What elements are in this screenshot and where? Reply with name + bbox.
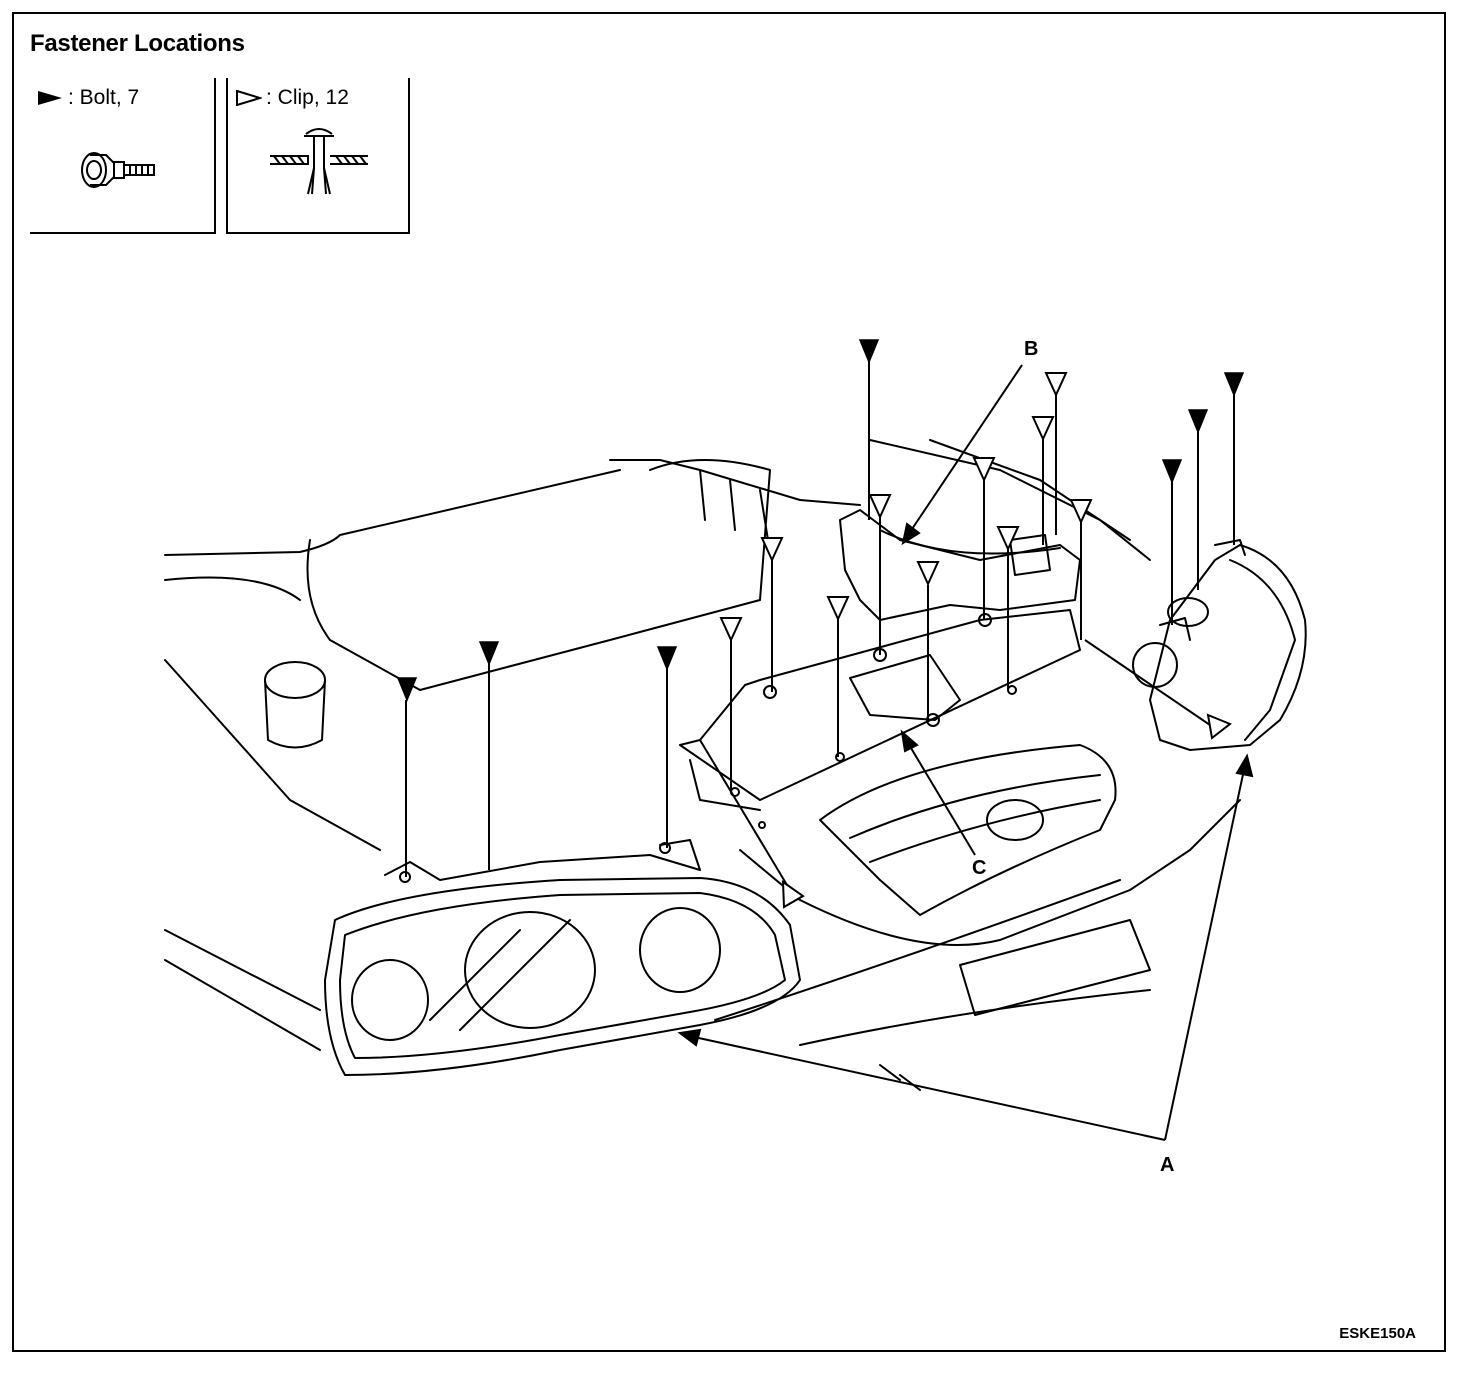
headlamp-left-lens [339,892,786,1059]
clip-marker [996,526,1020,552]
clip-marker [760,537,784,563]
bumper-crease-2 [799,989,1151,1046]
clip-leader [1084,639,1211,726]
bolt-icon [81,152,155,188]
grille-bar [849,774,1101,839]
fender-bottom-left [164,929,321,1011]
page-title: Fastener Locations [30,30,245,57]
panel-bracket-left [689,759,761,811]
clip-marker [1044,372,1068,398]
callout-b-leader [905,364,1023,539]
emblem [986,799,1044,841]
bumper-top [739,799,1241,946]
bumper-vent [959,919,1151,1016]
headlamp-right-lens [1229,559,1296,741]
clip-marker [1069,499,1093,525]
bolt-marker [1187,409,1209,434]
cowl-line [869,439,1151,561]
callout-c: C [972,857,987,879]
arrowhead [677,1028,702,1047]
clip-marker [1031,416,1055,442]
headlamp-right-bracket [1214,539,1246,556]
arrowhead [901,522,921,546]
callout-b: B [1024,338,1039,360]
headlamp-left-lowbeam [351,959,429,1041]
lens-hatch [429,919,571,1031]
bolt-hole [763,685,777,699]
arrowhead [1235,753,1254,778]
hood-edge-left [164,469,621,556]
headlamp-left-top [384,854,701,881]
fastener-leaders [405,360,1235,891]
headlamp-left-bracket [659,839,701,871]
cowl-line-2 [929,439,1131,541]
callout-a-leader-right [1164,764,1246,1141]
bolt-marker [656,646,678,671]
headlamp-right-socket [1167,597,1209,627]
legend-clip: : Clip, 12 [226,78,410,234]
clip-marker [916,561,940,587]
callout-leaders [677,364,1254,1141]
clip-marker [1206,713,1232,740]
legend-clip-label: : Clip, 12 [266,86,349,109]
legend-clip-label-row: : Clip, 12 [236,86,349,110]
bolt-marker [396,677,418,702]
callout-a: A [1160,1154,1175,1176]
legend-bolt-label-row: : Bolt, 7 [38,86,139,110]
legend-bolt: : Bolt, 7 [30,78,216,234]
bumper-crease [714,879,1121,1021]
part-b-flange [879,529,1061,555]
clip-marker [972,457,996,483]
legend-bolt-label: : Bolt, 7 [68,86,140,109]
fender-bottom-left-2 [164,959,321,1051]
bolt-hole [659,842,671,854]
callout-c-leader [904,737,976,856]
bolt-marker [478,641,500,666]
clip-marker [719,617,743,643]
clip-marker [868,494,892,520]
grille-bar [869,799,1101,863]
clip-symbol-icon [236,90,262,107]
bolt-symbol-icon [38,91,62,106]
headlamp-right-bracket-2 [1159,617,1191,641]
headlamp-left-projector [464,911,596,1029]
reservoir-cap [264,661,326,699]
part-b-cover [839,509,1081,621]
clip-hole [758,821,766,829]
bolt-marker [1223,372,1245,397]
figure-code: ESKE150A [1339,1325,1416,1342]
clip-icon [270,128,368,195]
bolt-marker [858,339,880,364]
part-b-bracket [1009,534,1051,576]
grille [819,744,1117,916]
fender-line-left [164,659,381,851]
engine-cover [306,459,771,691]
hose-ribs [699,469,769,541]
panel-cutout [849,654,961,721]
bumper-shade [879,1064,921,1091]
clip-marker [826,596,850,622]
reservoir-body [264,679,326,749]
arrowhead [900,729,919,753]
headlamp-right [1149,544,1307,751]
clip-hole [835,752,845,762]
clip-hole [1007,685,1017,695]
intake-hose [609,459,861,506]
clip-leader [699,739,791,891]
clip-marker [781,880,805,909]
bolt-markers [396,339,1245,702]
headlamp-left-highbeam [639,907,721,993]
fender-top-left [164,576,301,601]
bolt-marker [1161,459,1183,484]
clip-markers [719,372,1232,909]
diagram-frame: Fastener Locations : Bolt, 7 : Clip, 12 [12,12,1446,1352]
headlamp-left [324,877,801,1076]
callout-a-leader-left [684,1034,1166,1141]
